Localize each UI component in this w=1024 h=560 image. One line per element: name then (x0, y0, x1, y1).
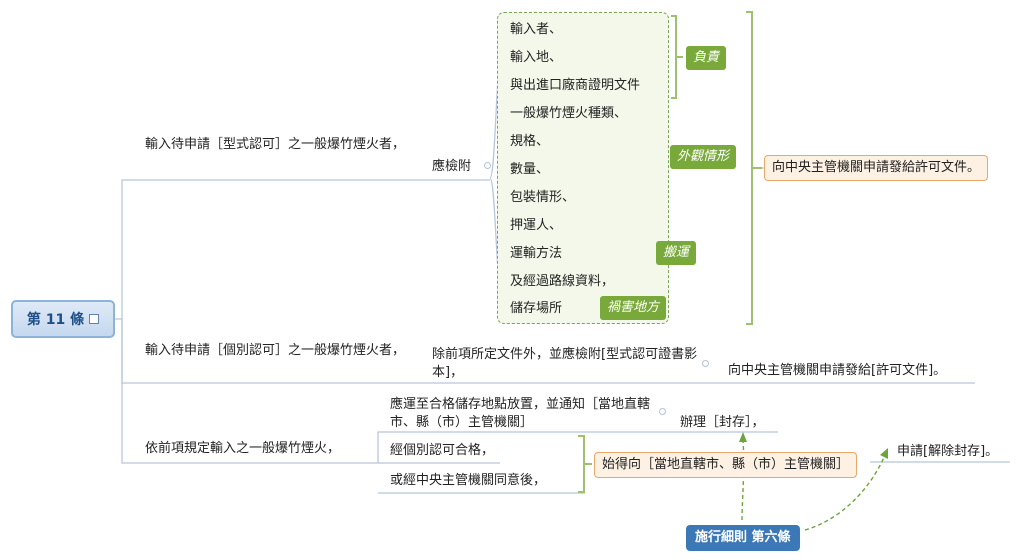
doc-item: 輸入者、 (510, 22, 563, 37)
doc-item: 及經過路線資料， (510, 274, 615, 289)
doc-item: 規格、 (510, 134, 550, 149)
note-enforcement-rules[interactable]: 施行細則 第六條 (686, 525, 800, 551)
branch1-node-attach: 應檢附 (432, 159, 472, 174)
branch3-final: 申請[解除封存]。 (897, 444, 999, 459)
required-documents-group (497, 12, 669, 324)
branch3-sub-store-dot[interactable] (659, 408, 666, 415)
branch2-node-dot[interactable] (702, 360, 709, 367)
connector-branch1 (115, 179, 415, 320)
branch3-sub-store: 應運至合格儲存地點放置，並通知［當地直轄市、縣（市）主管機關］ (390, 397, 651, 430)
bracket-responsible (671, 15, 683, 99)
arrow-note-to-seal (741, 439, 745, 521)
branch3-sub-consent: 或經中央主管機關同意後， (390, 473, 547, 488)
bracket-sub23 (578, 435, 592, 493)
connector-branch3 (121, 319, 378, 464)
root-label: 第 11 條 (26, 312, 85, 328)
doc-item: 押運人、 (510, 218, 563, 233)
branch2-text: 輸入待申請［個別認可］之一般爆竹煙火者， (145, 343, 406, 358)
branch3-sub-approved: 經個別認可合格， (390, 443, 495, 458)
branch3-sub-store-result: 辦理［封存］， (680, 415, 765, 430)
collapse-icon[interactable] (89, 314, 100, 324)
branch2-result: 向中央主管機關申請發給[許可文件]。 (728, 363, 947, 378)
branch1-result: 向中央主管機關申請發給許可文件。 (764, 155, 989, 181)
doc-item: 一般爆竹煙火種類、 (510, 106, 628, 121)
doc-item: 包裝情形、 (510, 190, 576, 205)
doc-item: 輸入地、 (510, 50, 563, 65)
arrow-note-to-release (804, 454, 886, 531)
branch3-apply-to: 始得向［當地直轄市、縣（市）主管機關］ (594, 452, 858, 478)
branch2-node: 除前項所定文件外，並應檢附[型式認可證書影本]， (432, 347, 698, 380)
doc-item: 運輸方法 (510, 246, 563, 261)
doc-item: 數量、 (510, 162, 550, 177)
branch1-text: 輸入待申請［型式認可］之一般爆竹煙火者， (145, 137, 406, 152)
branch3-text: 依前項規定輸入之一般爆竹煙火， (145, 441, 341, 456)
root-article-11[interactable]: 第 11 條 (11, 300, 115, 338)
tag-appearance: 外觀情形 (670, 145, 737, 169)
doc-item: 與出進口廠商證明文件 (510, 78, 641, 93)
bracket-all (746, 11, 762, 325)
doc-item: 儲存場所 (510, 301, 563, 316)
tag-responsible: 負責 (686, 46, 727, 70)
tag-hazard: 禍害地方 (600, 296, 667, 320)
tag-transport: 搬運 (656, 241, 697, 265)
branch1-node-dot[interactable] (484, 162, 491, 169)
